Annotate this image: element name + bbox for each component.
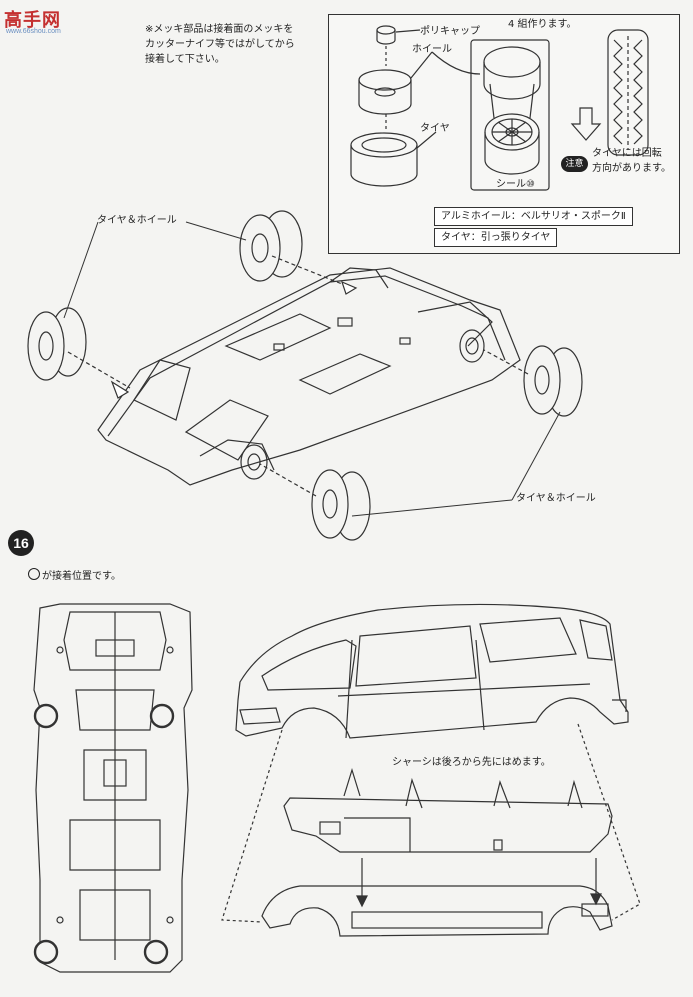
spec-wheel: アルミホイール：ベルサリオ・スポークⅡ — [434, 207, 633, 226]
label-leader-lines — [63, 221, 561, 517]
tire-part-small — [350, 131, 437, 187]
direction-note-line1: タイヤには回転 — [592, 148, 662, 159]
wheel-label: ホイール — [412, 44, 452, 55]
tire-bottom — [311, 469, 371, 541]
spec-tire: タイヤ：引っ張りタイヤ — [434, 228, 558, 247]
plating-note-line1: ※メッキ部品は接着面のメッキを — [145, 24, 294, 35]
callout-dotted-lines — [221, 723, 641, 923]
chassis-isometric — [97, 267, 521, 486]
tire-tread-pattern — [607, 29, 649, 156]
hub-front-right — [459, 329, 485, 363]
watermark-site: www.66shou.com — [6, 28, 61, 35]
direction-note-line2: 方向があります。 — [592, 163, 671, 174]
bond-position-note: が接着位置です。 — [28, 568, 121, 584]
tire-left — [27, 307, 87, 381]
caution-badge: 注意 — [561, 156, 588, 172]
drop-arrows — [356, 858, 602, 908]
wheel-exploded — [470, 39, 550, 191]
wheel-part-small — [358, 51, 481, 115]
plating-note-line2: カッターナイフ等ではがしてから — [145, 39, 295, 50]
watermark-logo: 高手网 — [4, 10, 61, 30]
van-body-side — [235, 603, 629, 739]
rotation-arrow-icon — [570, 107, 602, 141]
chassis-body-lower — [261, 885, 613, 937]
tire-right — [523, 345, 583, 417]
tire-guide-lines — [67, 255, 529, 497]
tire-label: タイヤ — [420, 123, 450, 134]
tire-wheel-label-left: タイヤ＆ホイール — [97, 215, 177, 226]
chassis-side-view — [283, 767, 613, 853]
hub-rear-left — [240, 444, 268, 480]
bond-position-text: が接着位置です。 — [42, 571, 121, 582]
chassis-top-view — [33, 603, 193, 973]
plating-note-line3: 接着して下さい。 — [145, 54, 225, 65]
chassis-order-note: シャーシは後ろから先にはめます。 — [392, 757, 551, 768]
bond-position-circles — [33, 703, 175, 965]
step-number-16: 16 — [8, 530, 34, 556]
poly-cap-part — [376, 25, 421, 45]
tire-top-left — [239, 210, 303, 282]
poly-cap-label: ポリキャップ — [420, 26, 480, 37]
bond-circle-icon — [28, 568, 40, 580]
make-four-label: 4 組作ります。 — [508, 19, 577, 30]
tire-wheel-label-right: タイヤ＆ホイール — [516, 493, 596, 504]
seal-label: シール⑩ — [496, 179, 535, 190]
